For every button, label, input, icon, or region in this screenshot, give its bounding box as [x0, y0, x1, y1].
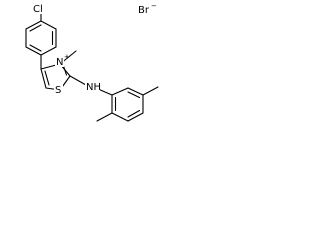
- bond: [40, 20, 57, 30]
- bromide-charge: −: [151, 2, 157, 10]
- label-background: [32, 3, 47, 14]
- nitrogen-charge: +: [64, 53, 70, 61]
- bond: [40, 68, 47, 89]
- dimethylphenyl-ring: [111, 87, 144, 122]
- chemical-structure-diagram: Cl Br − N + S NH: [25, 2, 159, 122]
- double-bond-inner: [127, 91, 141, 99]
- double-bond-inner: [127, 109, 141, 118]
- double-bond-inner: [44, 70, 50, 86]
- bond-thiazole-amine: [69, 75, 87, 86]
- bond-aryl-methyl-left: [96, 112, 113, 122]
- bond-aryl-methyl-right: [142, 86, 159, 96]
- chlorophenyl-ring: [25, 20, 57, 56]
- label-background: [54, 84, 63, 95]
- chlorine-label: Cl: [33, 4, 43, 15]
- double-bond-inner: [29, 44, 42, 52]
- bond: [111, 87, 129, 96]
- double-bond-inner: [62, 65, 68, 76]
- bond-amine-aryl: [97, 88, 113, 96]
- bond: [40, 46, 57, 56]
- label-background: [55, 56, 64, 67]
- amine-label: NH: [86, 82, 101, 93]
- bond: [25, 46, 42, 56]
- sulfur-label: S: [55, 85, 61, 96]
- label-background: [85, 81, 100, 92]
- bond: [127, 87, 144, 96]
- bond: [111, 112, 129, 122]
- bond: [127, 112, 144, 122]
- bromide-label: Br: [138, 5, 150, 16]
- double-bond-inner: [29, 24, 42, 32]
- thiazolium-nitrogen-label: N: [56, 57, 63, 68]
- bond: [25, 20, 42, 30]
